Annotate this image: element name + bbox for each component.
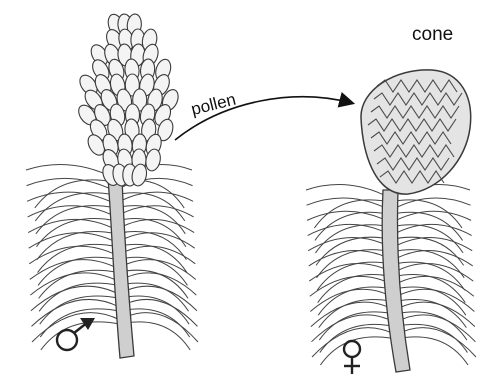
female-stem <box>382 190 410 372</box>
male-pollen-cone <box>75 12 181 188</box>
male-branch <box>26 12 198 358</box>
cone-label: cone <box>412 24 453 46</box>
male-symbol-icon <box>57 318 95 350</box>
female-seed-cone <box>361 70 471 194</box>
male-stem <box>108 178 134 358</box>
female-symbol-icon <box>344 341 360 374</box>
female-branch <box>306 70 476 372</box>
